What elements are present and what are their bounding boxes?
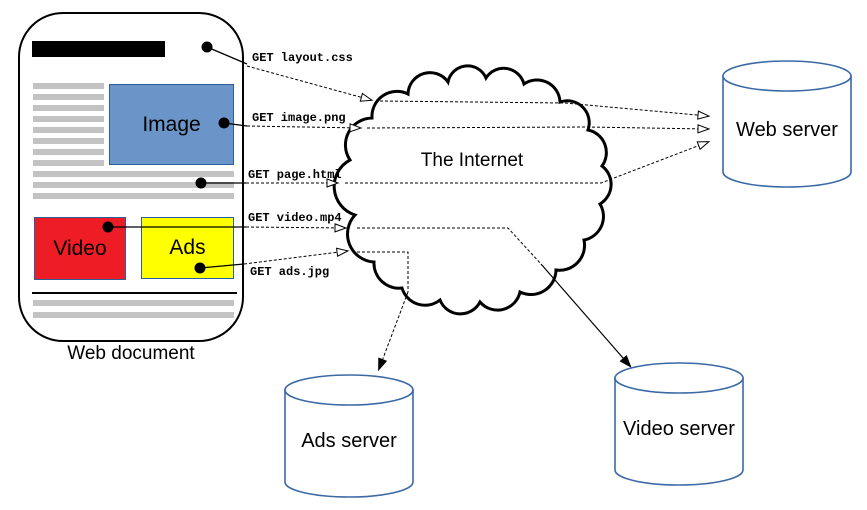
request-arrow-ads-jpg — [243, 247, 350, 265]
text-placeholder-line — [33, 149, 104, 155]
route-page-html — [345, 141, 711, 184]
dot-image-png — [218, 117, 230, 129]
web-server-label: Web server — [736, 119, 838, 141]
ads-server-label: Ads server — [301, 430, 397, 452]
dot-page-html — [195, 177, 207, 189]
leader-ads-jpg — [199, 263, 245, 269]
web-document-label: Web document — [67, 343, 195, 364]
request-arrow-image-png — [246, 123, 363, 133]
request-label-image-png: GET image.png — [252, 111, 346, 125]
text-placeholder-line — [33, 94, 104, 100]
text-placeholder-line — [33, 182, 234, 188]
request-arrow-layout-css — [246, 65, 374, 102]
image-box: Image — [109, 84, 234, 165]
text-placeholder-line — [33, 171, 234, 177]
request-arrow-video-mp4 — [245, 223, 348, 233]
text-placeholder-line — [33, 160, 104, 166]
ads-box-label: Ads — [169, 236, 206, 259]
text-placeholder-line — [33, 105, 104, 111]
dot-ads-jpg — [194, 262, 206, 274]
request-label-layout-css: GET layout.css — [252, 51, 353, 65]
dot-layout-css — [201, 41, 213, 53]
text-placeholder-line — [33, 127, 104, 133]
video-box-label: Video — [53, 236, 107, 260]
text-placeholder-line — [33, 116, 104, 122]
text-placeholder-line — [33, 193, 234, 199]
route-layout-css — [379, 100, 711, 120]
request-label-page-html: GET page.html — [248, 168, 342, 182]
internet-cloud — [332, 64, 613, 316]
text-placeholder-line — [33, 300, 234, 306]
route-image-png — [366, 124, 711, 134]
content-divider — [32, 292, 237, 294]
ads-server-cylinder — [284, 374, 414, 498]
leader-layout-css — [206, 46, 248, 65]
route-video-mp4-cloud — [357, 227, 542, 265]
video-server-label: Video server — [623, 418, 735, 440]
video-server-cylinder — [614, 362, 744, 486]
text-placeholder-line — [33, 312, 234, 318]
request-label-ads-jpg: GET ads.jpg — [250, 265, 330, 279]
text-placeholder-line — [33, 83, 104, 89]
web-server-cylinder — [722, 60, 852, 188]
dot-video-mp4 — [102, 221, 114, 233]
route-ads-jpg-cloud — [357, 251, 409, 292]
route-ads-jpg-arrow — [378, 291, 409, 372]
text-placeholder-line — [33, 138, 104, 144]
internet-cloud-label: The Internet — [420, 150, 524, 171]
document-title-bar — [32, 41, 165, 57]
image-box-label: Image — [142, 112, 201, 136]
route-video-mp4-arrow — [540, 263, 632, 368]
request-label-video-mp4: GET video.mp4 — [248, 211, 342, 225]
